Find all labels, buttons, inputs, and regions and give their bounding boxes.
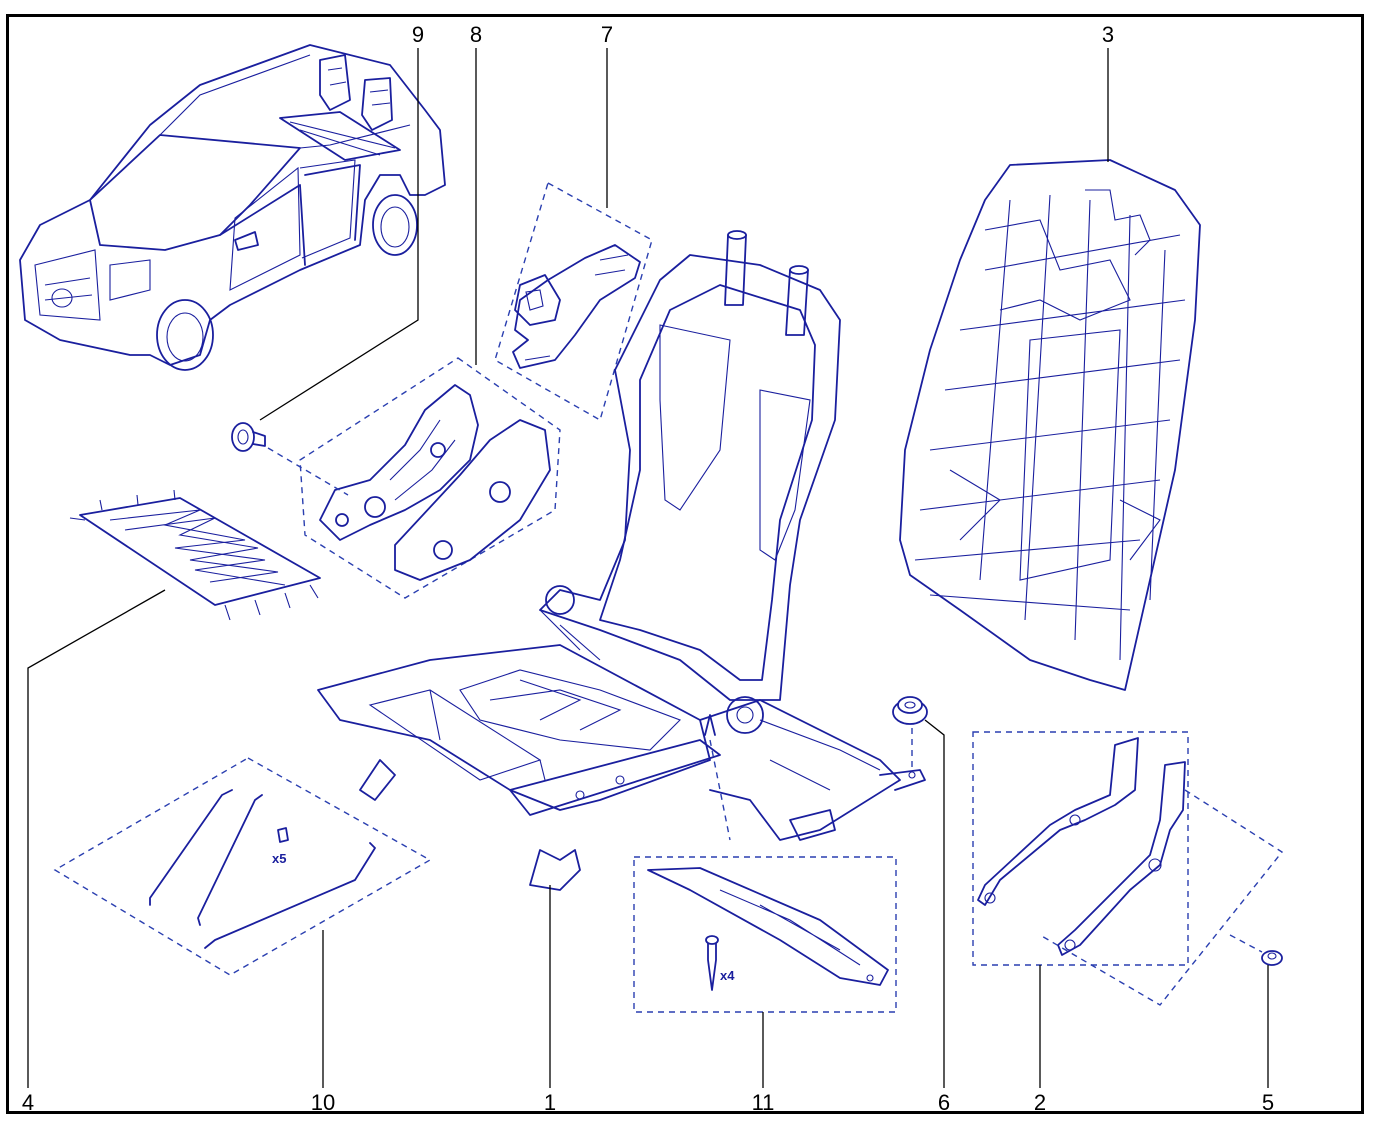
part-3-back-shell: [899, 159, 1201, 691]
part-4-spring-mat: [69, 489, 321, 621]
part-2-group: [972, 731, 1189, 966]
part-11-group: [633, 856, 897, 1013]
callout-3: 3: [1102, 22, 1114, 47]
callout-8: 8: [470, 22, 482, 47]
callout-1: 1: [544, 1090, 556, 1115]
leader-lines: [27, 48, 1269, 1088]
part-10-group: [53, 757, 432, 976]
callout-10: 10: [311, 1090, 335, 1115]
diagram-frame: [6, 14, 1364, 1114]
part-1-seat-frame: [317, 230, 926, 891]
callout-4: 4: [22, 1090, 34, 1115]
callout-7: 7: [601, 22, 613, 47]
callout-2: 2: [1034, 1090, 1046, 1115]
callout-9: 9: [412, 22, 424, 47]
part-6-nut: [892, 696, 928, 770]
part-5-group: [1039, 789, 1284, 1006]
part-9-screw: [231, 422, 349, 496]
quantity-rivets: x4: [720, 968, 735, 983]
vehicle-illustration: [19, 44, 446, 371]
callout-6: 6: [938, 1090, 950, 1115]
part-8-group: [299, 357, 561, 599]
part-7-group: [494, 181, 653, 422]
callout-5: 5: [1262, 1090, 1274, 1115]
callout-11: 11: [752, 1090, 775, 1115]
quantity-clips: x5: [272, 851, 286, 866]
